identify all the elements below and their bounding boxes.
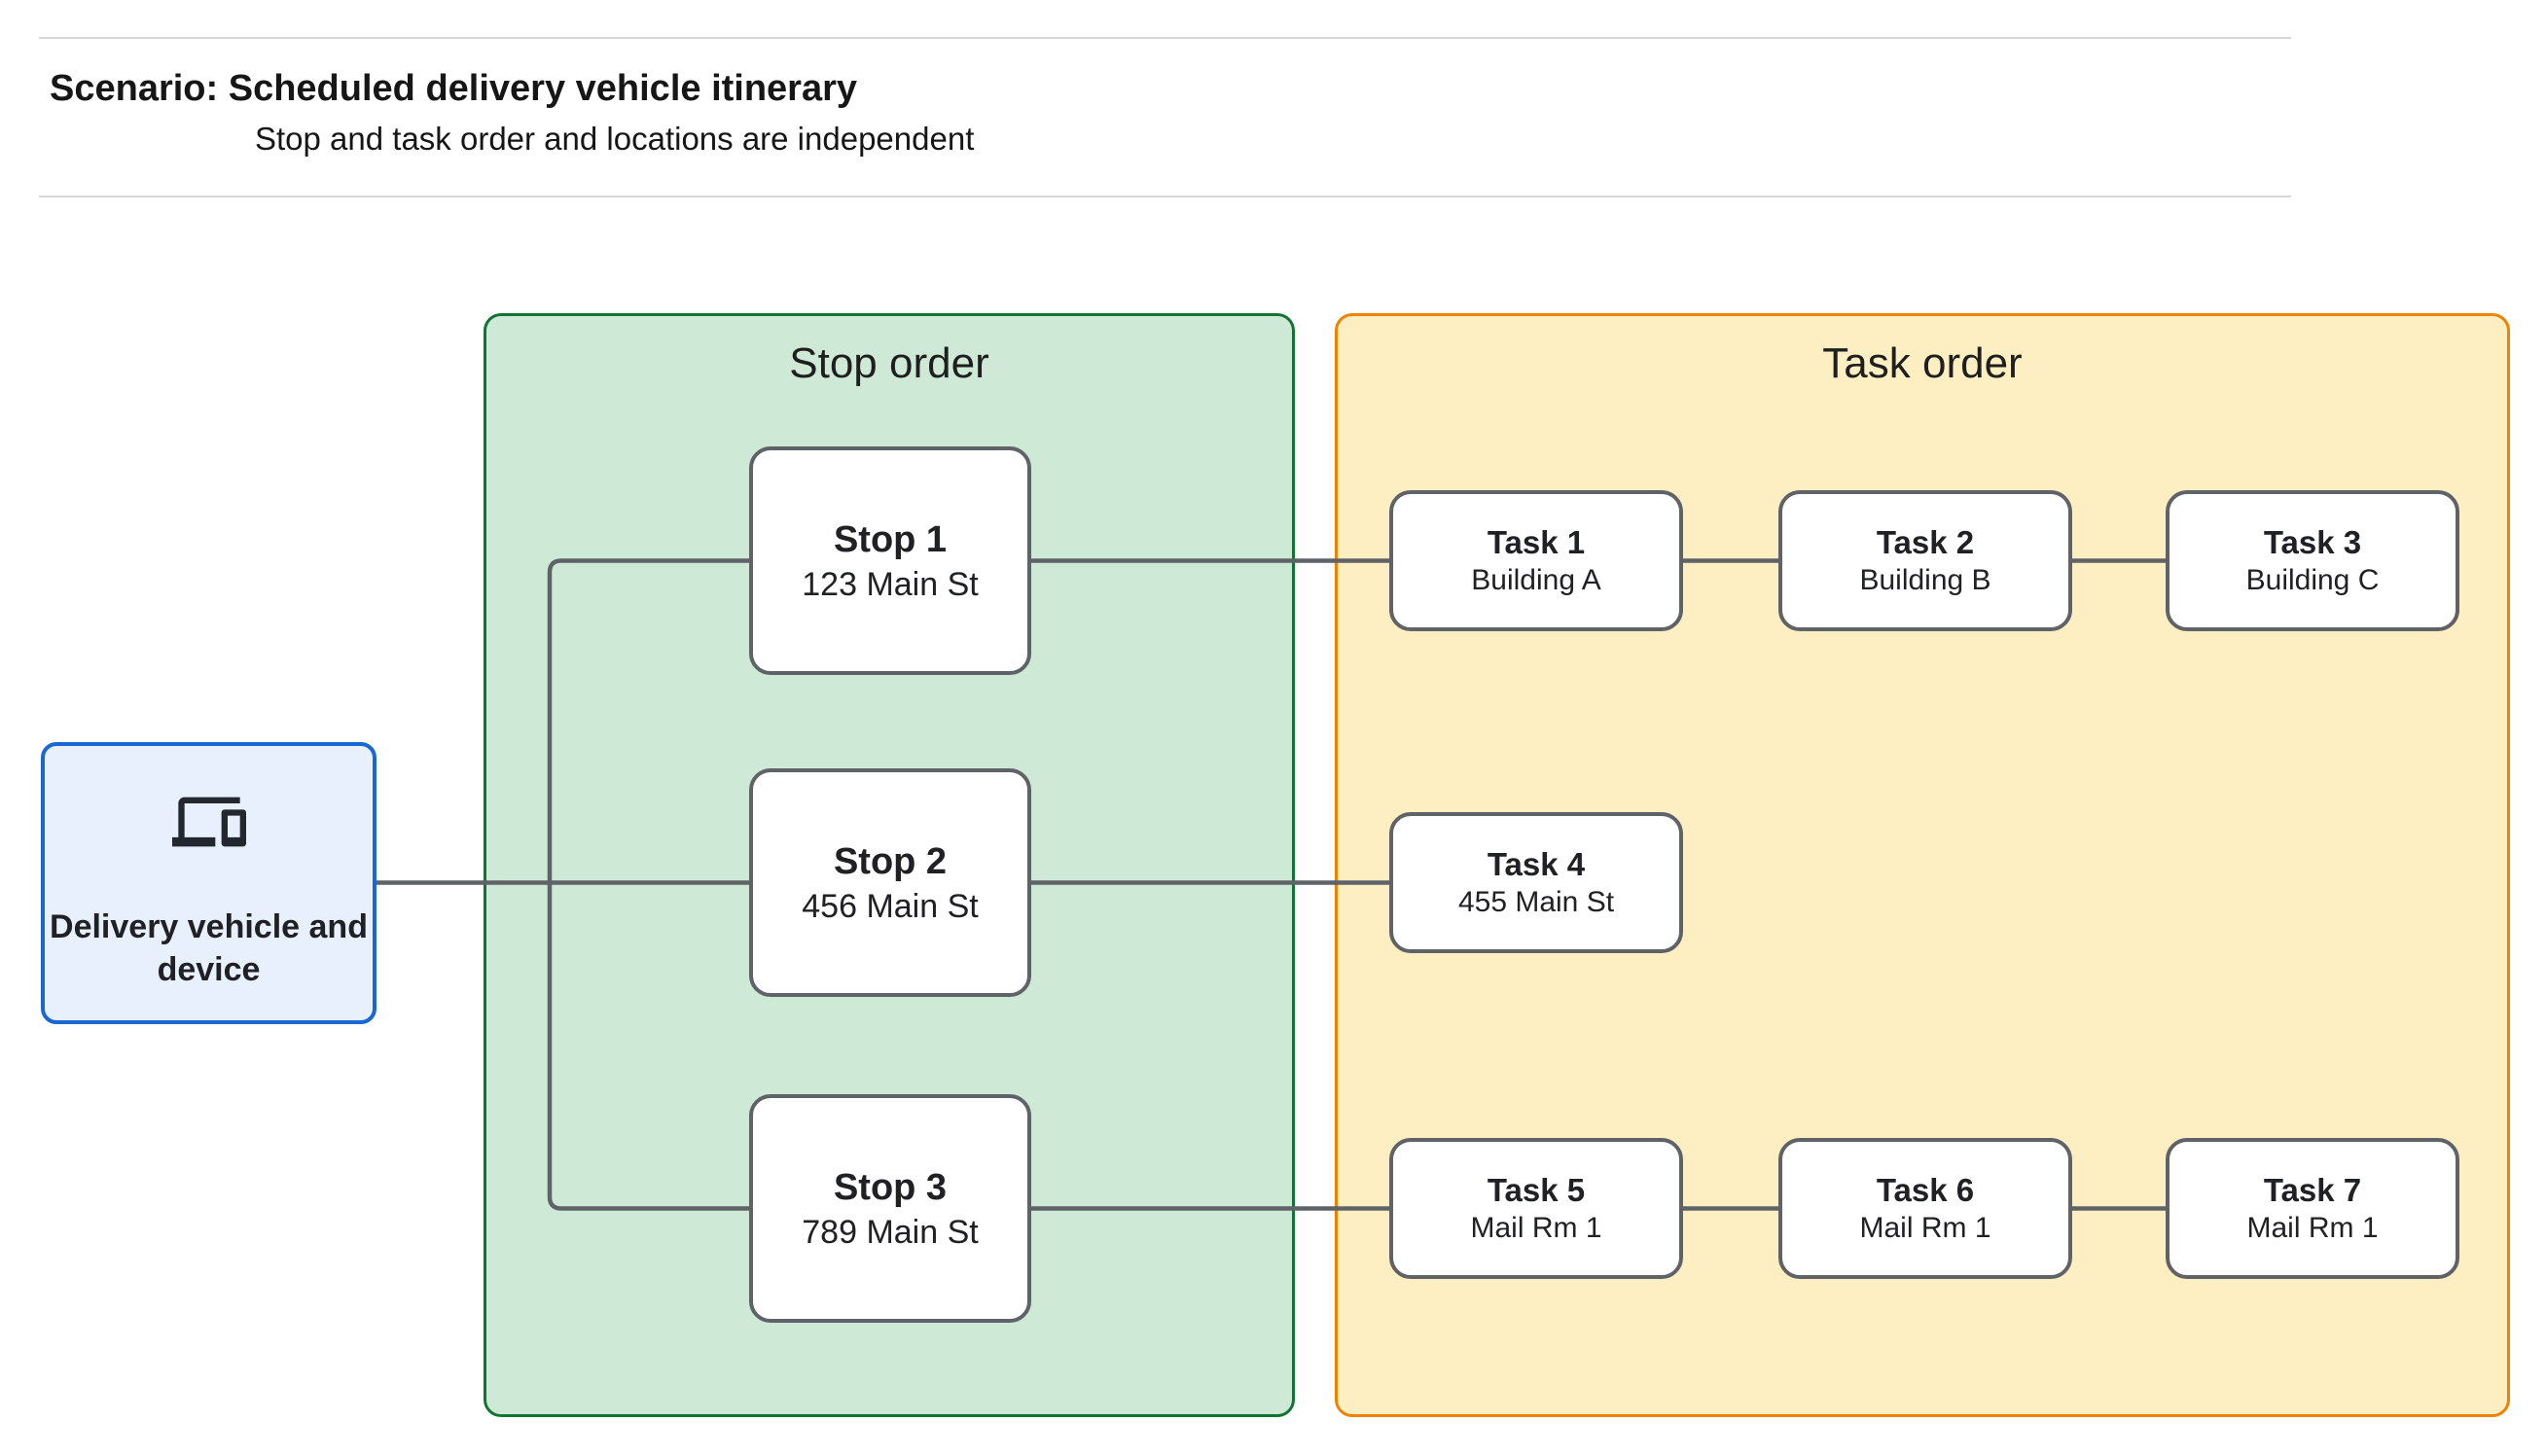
task-node-title: Task 5 [1487,1172,1586,1208]
task-node-title: Task 7 [2263,1172,2362,1208]
scenario-subtitle: Stop and task order and locations are in… [255,121,975,157]
vehicle-node: Delivery vehicle and device [41,742,377,1024]
scenario-title: Scenario: Scheduled delivery vehicle iti… [50,68,858,109]
task-node-title: Task 2 [1876,524,1975,560]
stop-order-panel-title: Stop order [789,339,989,387]
task-node-subtitle: Building B [1859,564,1991,596]
task-node-subtitle: Mail Rm 1 [1859,1212,1991,1244]
divider-top [39,37,2291,39]
vehicle-node-label: Delivery vehicle and device [50,907,368,988]
task-node-subtitle: Building C [2245,564,2380,596]
task-node-subtitle: Mail Rm 1 [1470,1212,1602,1244]
stop-node-title: Stop 2 [833,840,948,882]
task-node-5: Task 5 Mail Rm 1 [1389,1138,1683,1279]
stop-node-subtitle: 123 Main St [802,565,979,603]
task-node-1: Task 1 Building A [1389,490,1683,631]
task-node-6: Task 6 Mail Rm 1 [1778,1138,2072,1279]
devices-icon [171,797,246,847]
task-node-title: Task 6 [1876,1172,1975,1208]
divider-bottom [39,195,2291,197]
task-node-title: Task 1 [1487,524,1586,560]
task-node-7: Task 7 Mail Rm 1 [2166,1138,2459,1279]
task-node-4: Task 4 455 Main St [1389,812,1683,953]
task-order-panel-title: Task order [1822,339,2023,387]
stop-node-title: Stop 1 [833,518,948,560]
stop-node-1: Stop 1 123 Main St [749,446,1031,675]
task-node-subtitle: Building A [1471,564,1601,596]
task-node-2: Task 2 Building B [1778,490,2072,631]
stop-node-3: Stop 3 789 Main St [749,1094,1031,1323]
task-node-title: Task 3 [2263,524,2362,560]
stop-node-subtitle: 789 Main St [802,1213,979,1251]
stop-node-subtitle: 456 Main St [802,887,979,925]
task-node-subtitle: 455 Main St [1457,886,1615,918]
task-node-subtitle: Mail Rm 1 [2246,1212,2379,1244]
stop-node-2: Stop 2 456 Main St [749,768,1031,997]
task-node-3: Task 3 Building C [2166,490,2459,631]
connector-stop-trunk [547,558,751,1211]
task-node-title: Task 4 [1487,846,1586,882]
stop-node-title: Stop 3 [833,1166,948,1208]
